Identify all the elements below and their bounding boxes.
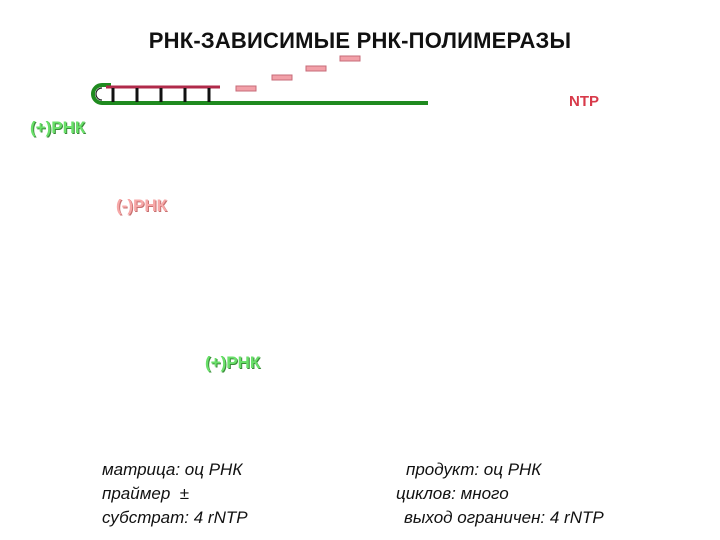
- notes-left: матрица: оц РНК праймер ± субстрат: 4 rN…: [102, 458, 248, 530]
- ntp-monomers-pink: [236, 56, 360, 91]
- plus-rna-label-top: (+)РНК: [30, 118, 85, 138]
- note-template: матрица: оц РНК: [102, 458, 248, 482]
- note-yield: выход ограничен: 4 rNTP: [396, 506, 604, 530]
- minus-rna-label: (-)РНК: [116, 196, 167, 216]
- notes-right: продукт: оц РНК циклов: много выход огра…: [396, 458, 604, 530]
- note-cycles: циклов: много: [396, 482, 604, 506]
- plus-rna-label-bottom: (+)РНК: [205, 353, 260, 373]
- top-base-pairs: [113, 88, 209, 102]
- note-primer: праймер ±: [102, 482, 248, 506]
- ntp-label: NTP: [569, 93, 599, 110]
- top-plus-rna-complex: [93, 85, 428, 103]
- top-template-strand-inner: [96, 88, 102, 100]
- note-product: продукт: оц РНК: [396, 458, 604, 482]
- note-substrate: субстрат: 4 rNTP: [102, 506, 248, 530]
